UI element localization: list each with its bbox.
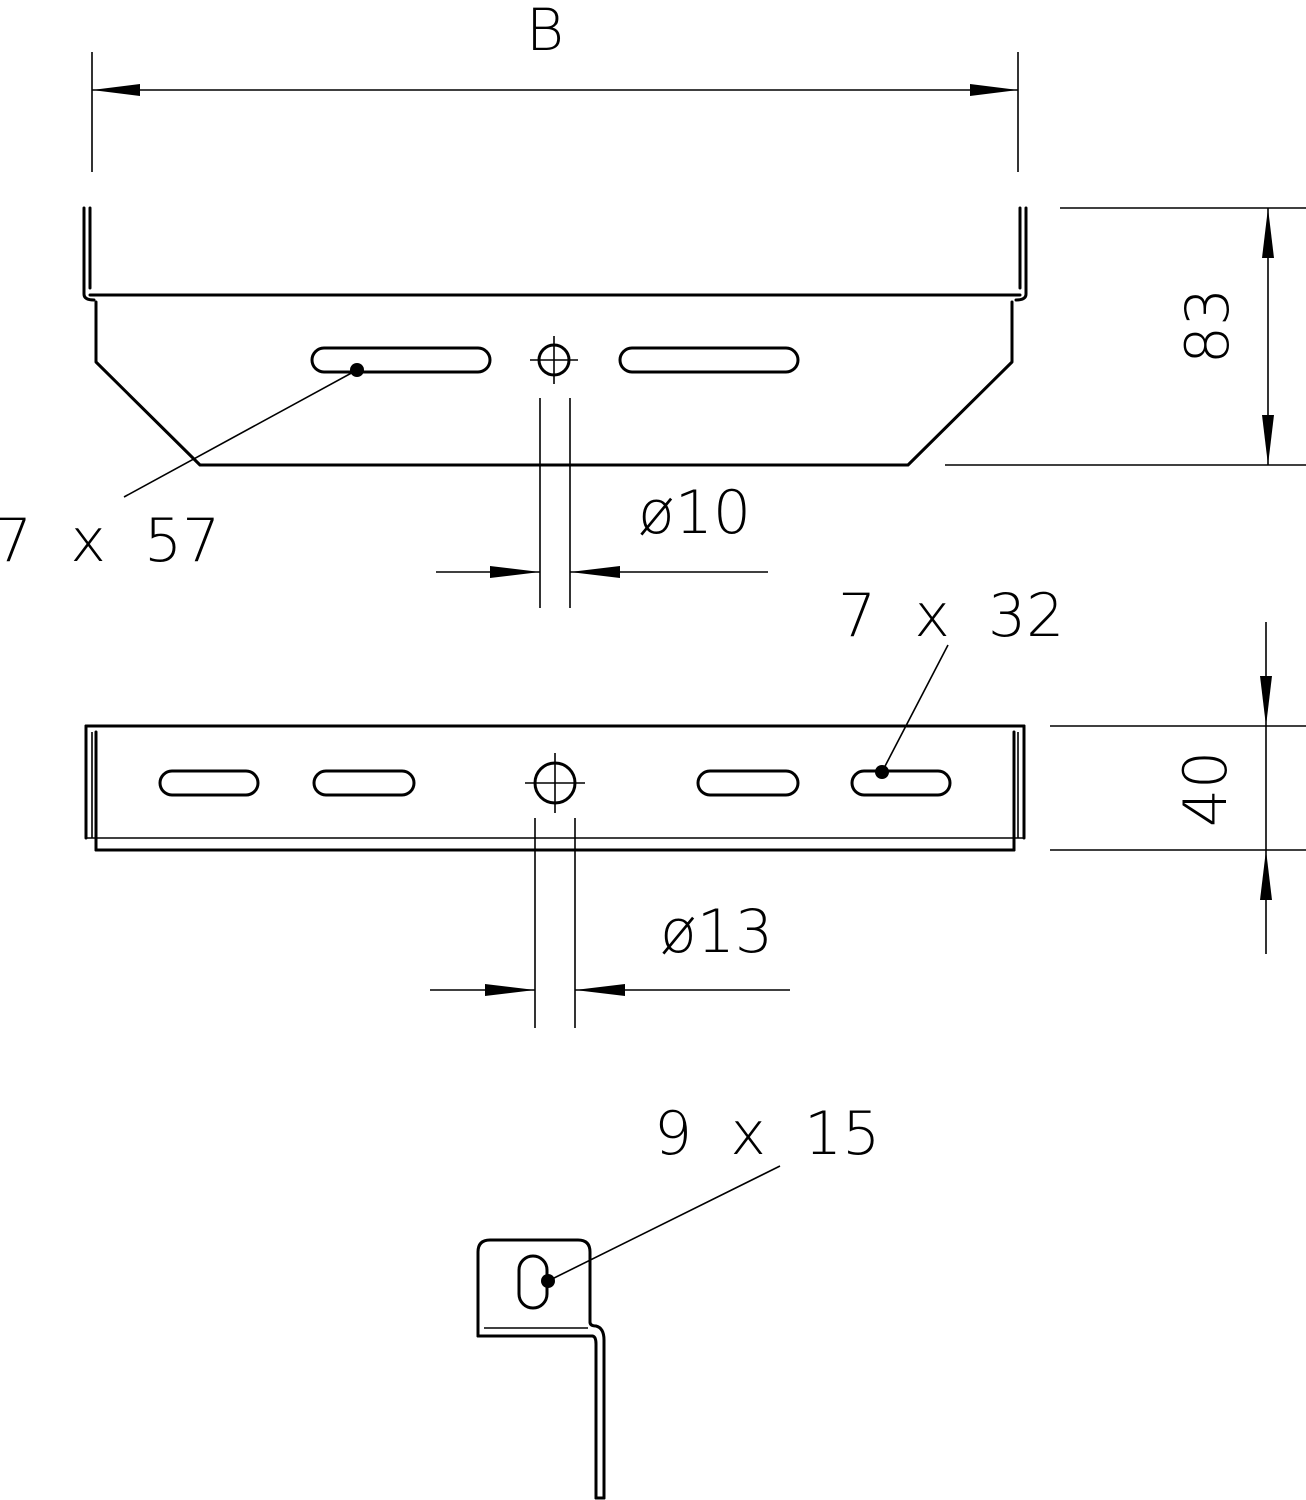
dimension-height-middle: 40 — [1050, 622, 1306, 954]
label-slot-top: 7 x 57 — [0, 506, 220, 576]
label-slot-middle: 7 x 32 — [838, 581, 1064, 651]
middle-bar-view — [84, 724, 1026, 852]
slot-mid-2 — [312, 769, 416, 797]
slot-mid-3 — [696, 769, 800, 797]
leader-slot-top: 7 x 57 — [0, 363, 364, 576]
dimension-height-top: 83 — [945, 207, 1306, 466]
dimension-hole-middle: ø13 — [430, 818, 790, 1028]
slot-top-right — [618, 346, 800, 374]
top-bracket-view — [82, 206, 1028, 467]
label-width-b: B — [526, 0, 564, 64]
label-height-middle: 40 — [1171, 751, 1241, 827]
label-slot-bottom: 9 x 15 — [654, 1099, 880, 1169]
slot-mid-1 — [158, 769, 260, 797]
slot-mid-4 — [850, 769, 952, 797]
slot-top-left — [310, 346, 492, 374]
dimension-hole-top: ø10 — [436, 398, 768, 608]
dimension-width-b: B — [91, 0, 1019, 172]
label-hole-top: ø10 — [638, 478, 751, 548]
angle-bracket-view — [476, 1238, 606, 1500]
label-hole-middle: ø13 — [660, 897, 773, 967]
leader-slot-middle: 7 x 32 — [838, 581, 1064, 779]
leader-slot-bottom: 9 x 15 — [541, 1099, 880, 1288]
label-height-top: 83 — [1173, 288, 1243, 364]
